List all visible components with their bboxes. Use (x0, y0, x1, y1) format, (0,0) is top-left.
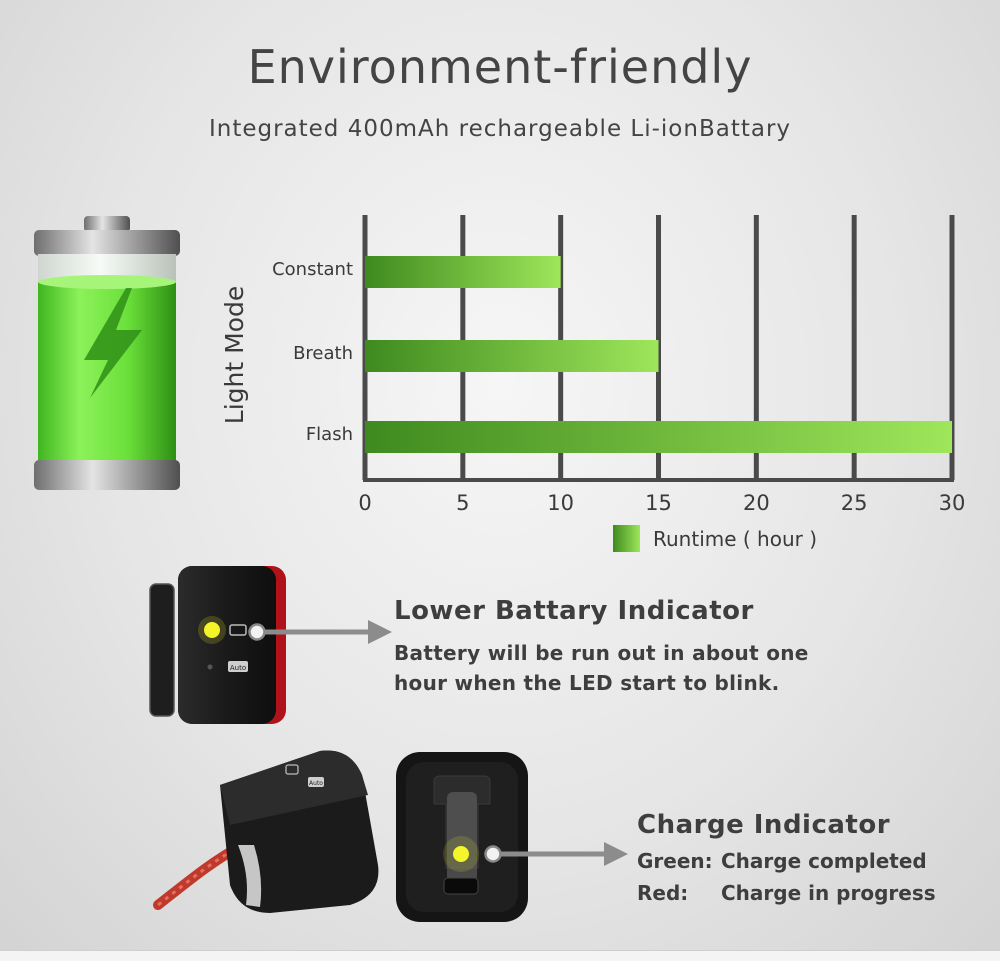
tail-light-charging-view: Auto (153, 750, 379, 913)
x-tick-label: 15 (645, 491, 672, 515)
x-tick-label: 0 (358, 491, 371, 515)
x-tick-label: 20 (743, 491, 770, 515)
page-subtitle: Integrated 400mAh rechargeable Li-ionBat… (208, 116, 792, 142)
page-title: Environment-friendly (247, 40, 753, 94)
green-key: Green: (637, 849, 713, 873)
tail-light-back-view (396, 752, 528, 922)
bar-breath (365, 340, 659, 372)
footer-divider (0, 950, 1000, 961)
led-indicator (204, 622, 220, 638)
charge-led-indicator (453, 846, 469, 862)
arrow-right-icon (248, 620, 392, 644)
lower-battery-title: Lower Battary Indicator (394, 596, 754, 626)
category-label: Constant (272, 259, 353, 280)
red-value: Charge in progress (721, 881, 936, 905)
x-tick-label: 25 (841, 491, 868, 515)
bar-flash (365, 421, 952, 453)
legend-label: Runtime ( hour ) (653, 527, 817, 551)
x-tick-label: 5 (456, 491, 469, 515)
legend-swatch (613, 525, 640, 552)
charge-green-row: Green: Charge completed (637, 849, 927, 873)
chart-legend: Runtime ( hour ) (613, 525, 817, 552)
x-tick-label: 10 (547, 491, 574, 515)
category-label: Flash (306, 424, 353, 445)
tail-light-side-view: Auto (149, 566, 286, 724)
y-axis-title: Light Mode (220, 286, 249, 424)
auto-button-label: Auto (230, 664, 246, 672)
arrow-right-icon (484, 842, 628, 866)
battery-charging-icon (34, 216, 180, 490)
bar-constant (365, 256, 561, 288)
x-tick-label: 30 (939, 491, 966, 515)
red-key: Red: (637, 881, 689, 905)
charge-red-row: Red: Charge in progress (637, 881, 936, 905)
charging-device-auto-label: Auto (309, 780, 323, 787)
battery-icon (229, 624, 247, 636)
category-label: Breath (293, 343, 353, 364)
green-value: Charge completed (721, 849, 927, 873)
usb-port-icon (443, 877, 479, 895)
charge-indicator-title: Charge Indicator (637, 810, 891, 840)
lower-battery-description: Battery will be run out in about one hou… (394, 641, 809, 695)
